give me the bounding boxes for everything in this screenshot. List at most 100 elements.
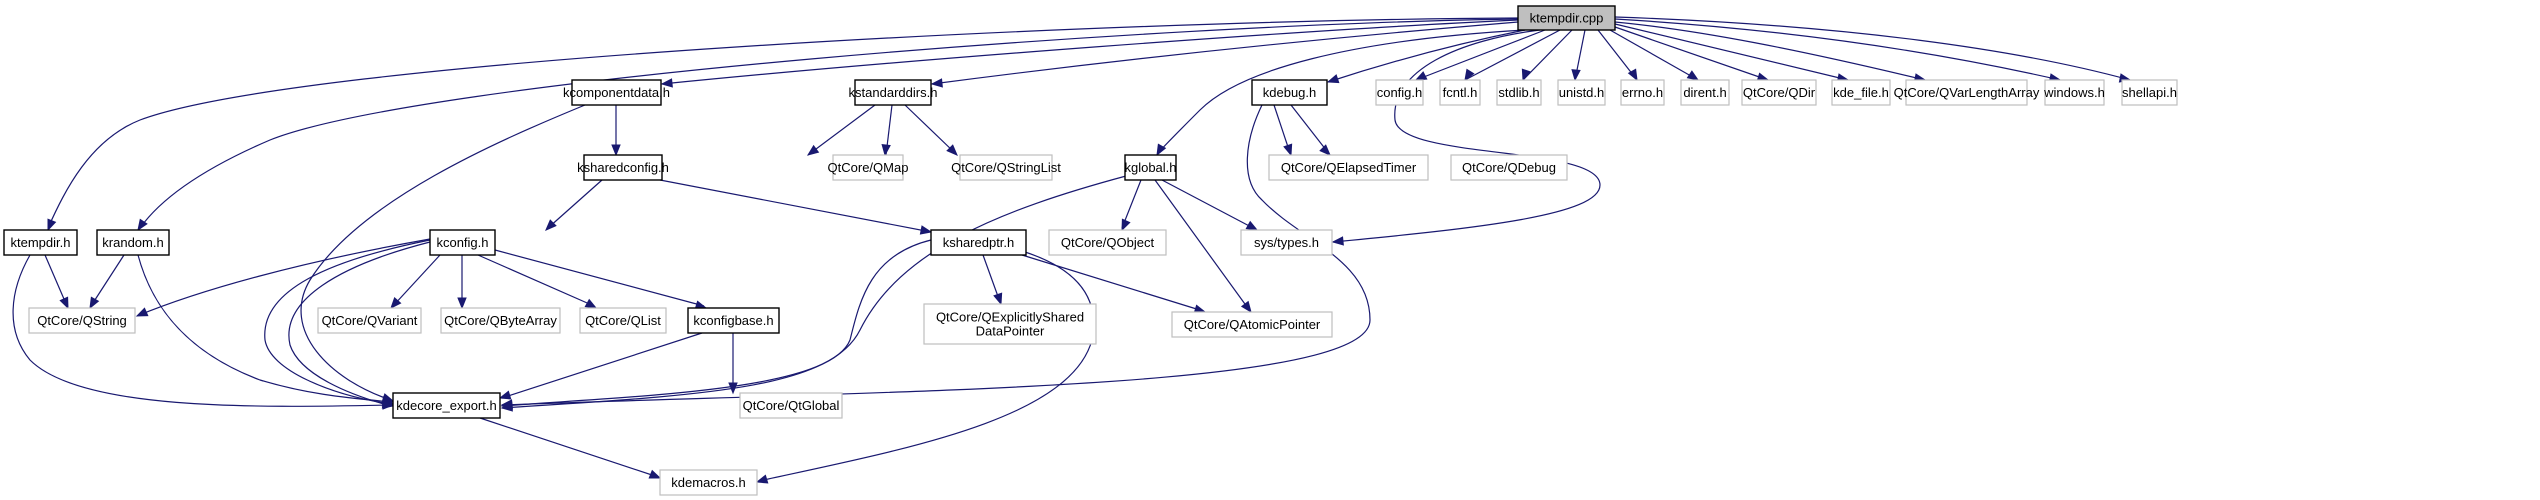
arrowhead-icon xyxy=(1571,69,1581,82)
node-kdecore-export-h[interactable]: kdecore_export.h xyxy=(392,392,501,419)
arrowhead-icon xyxy=(1414,71,1428,81)
edge-kglobal-h-to-kdecore-export-h xyxy=(500,175,1127,412)
node-kconfigbase-h[interactable]: kconfigbase.h xyxy=(687,307,780,334)
node-kdemacros-h[interactable]: kdemacros.h xyxy=(659,469,758,496)
node-label: QtCore/QElapsedTimer xyxy=(1281,160,1417,175)
edge-kstandarddirs-h-to-qtcore-qmap xyxy=(806,104,876,156)
node-ktempdir-cpp[interactable]: ktempdir.cpp xyxy=(1517,5,1616,31)
node-label: QtCore/QObject xyxy=(1061,235,1155,250)
edge-kglobal-h-to-qtcore-qobject xyxy=(1121,179,1142,232)
node-label: config.h xyxy=(1377,85,1423,100)
arrowhead-icon xyxy=(1240,300,1252,314)
node-qtcore-qmap[interactable]: QtCore/QMap xyxy=(828,154,909,181)
edge-line xyxy=(1157,29,1526,154)
node-qtcore-qdir[interactable]: QtCore/QDir xyxy=(1741,79,1817,106)
node-qtcore-qvarlengtharray[interactable]: QtCore/QVarLengthArray xyxy=(1894,79,2040,106)
edge-line xyxy=(477,254,595,307)
node-label: fcntl.h xyxy=(1443,85,1478,100)
node-kconfig-h[interactable]: kconfig.h xyxy=(429,229,496,256)
node-qtcore-qexplicitlyshareddatapointer[interactable]: QtCore/QExplicitlyShared DataPointer xyxy=(923,303,1097,345)
node-qtcore-qvariant[interactable]: QtCore/QVariant xyxy=(317,307,422,334)
node-ksharedptr-h[interactable]: ksharedptr.h xyxy=(930,229,1027,256)
node-label: QtCore/QAtomicPointer xyxy=(1184,317,1321,332)
edge-line xyxy=(1522,29,1573,81)
edge-line xyxy=(501,104,1371,406)
edge-line xyxy=(1273,104,1291,154)
edge-kglobal-h-to-qtcore-qatomicpointer xyxy=(1154,179,1252,314)
node-kcomponentdata-h[interactable]: kcomponentdata.h xyxy=(563,79,670,106)
node-qtcore-qstringlist[interactable]: QtCore/QStringList xyxy=(951,154,1061,181)
arrowhead-icon xyxy=(806,144,820,156)
node-kstandarddirs-h[interactable]: kstandarddirs.h xyxy=(849,79,938,106)
node-label: QtCore/QMap xyxy=(828,160,909,175)
edge-ktempdir-cpp-to-kcomponentdata-h xyxy=(660,19,1519,88)
node-kglobal-h[interactable]: kglobal.h xyxy=(1124,154,1177,181)
edge-line xyxy=(501,239,932,407)
edge-line xyxy=(501,175,1127,409)
node-label: QtCore/QDebug xyxy=(1462,160,1556,175)
node-label: ksharedptr.h xyxy=(943,235,1015,250)
edge-kconfigbase-h-to-kdecore-export-h xyxy=(498,332,703,400)
arrowhead-icon xyxy=(1521,68,1531,82)
node-qtcore-qbytearray[interactable]: QtCore/QByteArray xyxy=(440,307,561,334)
node-qtcore-qobject[interactable]: QtCore/QObject xyxy=(1048,229,1167,256)
edges-layer xyxy=(12,16,2132,484)
node-qtcore-qatomicpointer[interactable]: QtCore/QAtomicPointer xyxy=(1171,311,1333,338)
edge-ktempdir-cpp-to-sys-types-h xyxy=(1331,29,1601,246)
node-kdebug-h[interactable]: kdebug.h xyxy=(1251,79,1328,106)
node-stdlib-h[interactable]: stdlib.h xyxy=(1496,79,1542,106)
edge-line xyxy=(1161,179,1256,230)
edge-line xyxy=(1464,29,1561,81)
node-kde-file-h[interactable]: kde_file.h xyxy=(1831,79,1891,106)
edge-kdebug-h-to-kdecore-export-h xyxy=(500,104,1371,409)
node-qtcore-qelapsedtimer[interactable]: QtCore/QElapsedTimer xyxy=(1268,154,1429,181)
edge-kglobal-h-to-sys-types-h xyxy=(1161,179,1259,231)
node-label: kconfigbase.h xyxy=(693,313,773,328)
node-dirent-h[interactable]: dirent.h xyxy=(1680,79,1730,106)
edge-ktempdir-cpp-to-fcntl-h xyxy=(1464,29,1561,82)
arrowhead-icon xyxy=(1156,143,1167,157)
edge-line xyxy=(758,251,1095,482)
node-ksharedconfig-h[interactable]: ksharedconfig.h xyxy=(577,154,669,181)
arrowhead-icon xyxy=(500,400,513,410)
edge-ktempdir-cpp-to-unistd-h xyxy=(1571,29,1586,82)
edge-line xyxy=(1021,254,1204,312)
edge-line xyxy=(659,179,932,233)
arrowhead-icon xyxy=(137,218,148,232)
node-qtcore-qdebug[interactable]: QtCore/QDebug xyxy=(1450,154,1568,181)
arrowhead-icon xyxy=(1121,218,1131,232)
arrowhead-icon xyxy=(1686,70,1700,81)
node-shellapi-h[interactable]: shellapi.h xyxy=(2121,79,2178,106)
node-label-line1: QtCore/QExplicitlyShared xyxy=(936,310,1084,325)
node-label: unistd.h xyxy=(1559,85,1605,100)
node-sys-types-h[interactable]: sys/types.h xyxy=(1240,229,1333,256)
edge-line xyxy=(1614,26,1769,81)
node-qtcore-qstring[interactable]: QtCore/QString xyxy=(28,307,136,334)
node-label: shellapi.h xyxy=(2122,85,2177,100)
edge-ktempdir-cpp-to-ktempdir-h xyxy=(47,17,1519,232)
edge-line xyxy=(44,254,68,307)
node-config-h[interactable]: config.h xyxy=(1375,79,1424,106)
node-fcntl-h[interactable]: fcntl.h xyxy=(1439,79,1481,106)
node-krandom-h[interactable]: krandom.h xyxy=(96,229,170,256)
edge-line xyxy=(1332,29,1601,243)
node-label: ksharedconfig.h xyxy=(577,160,669,175)
node-label: QtCore/QtGlobal xyxy=(743,398,840,413)
node-errno-h[interactable]: errno.h xyxy=(1620,79,1665,106)
node-label: ktempdir.h xyxy=(11,235,71,250)
arrowhead-icon xyxy=(946,144,958,156)
node-windows-h[interactable]: windows.h xyxy=(2043,79,2105,106)
node-qtcore-qlist[interactable]: QtCore/QList xyxy=(579,307,667,334)
edge-line xyxy=(982,254,1001,303)
edge-line xyxy=(661,19,1519,85)
node-label-line2: DataPointer xyxy=(976,324,1045,339)
arrowhead-icon xyxy=(930,78,943,88)
edge-ktempdir-cpp-to-kstandarddirs-h xyxy=(930,21,1519,88)
arrowhead-icon xyxy=(1627,68,1638,82)
arrowhead-icon xyxy=(881,144,891,157)
node-qtcore-qtglobal[interactable]: QtCore/QtGlobal xyxy=(739,392,843,419)
node-unistd-h[interactable]: unistd.h xyxy=(1557,79,1606,106)
node-ktempdir-h[interactable]: ktempdir.h xyxy=(3,229,78,256)
edge-line xyxy=(1415,29,1546,81)
